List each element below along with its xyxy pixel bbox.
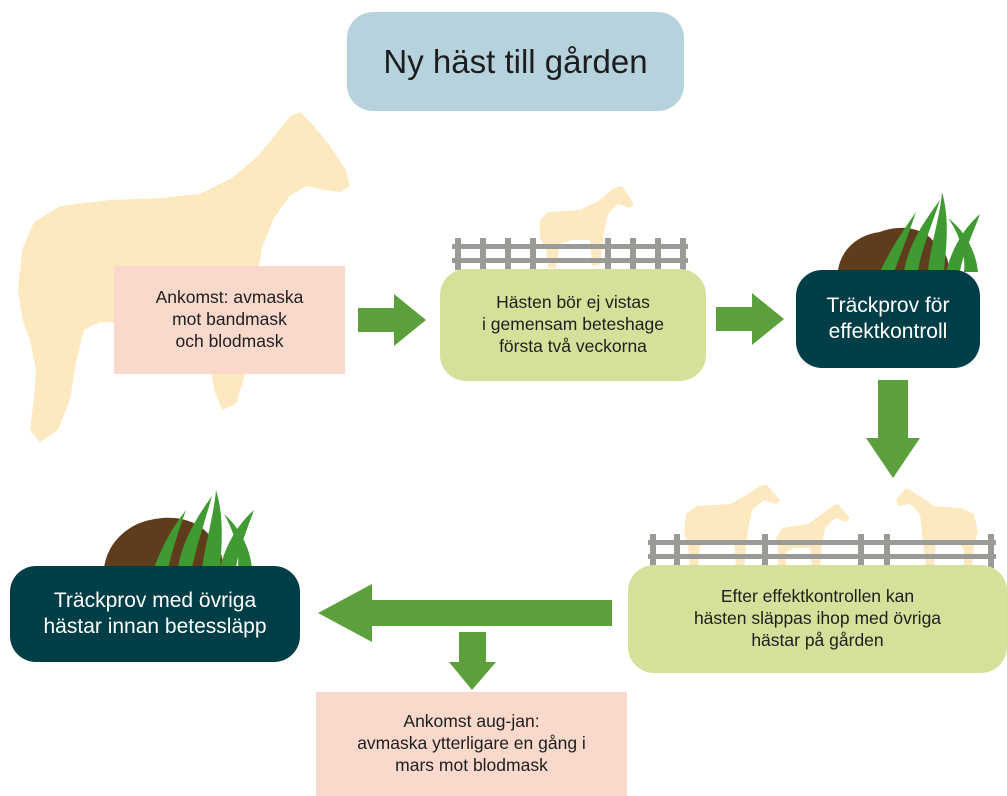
- step-isolation: Hästen bör ej vistas i gemensam beteshag…: [440, 269, 706, 381]
- step-arrival-deworm: Ankomst: avmaska mot bandmask och blodma…: [114, 266, 345, 374]
- step-control-fecal-test: Träckprov för effektkontroll: [796, 270, 980, 368]
- step-herd-fecal-test: Träckprov med övriga hästar innan betess…: [10, 566, 300, 662]
- note-autumn-arrival: Ankomst aug-jan: avmaska ytterligare en …: [316, 692, 627, 796]
- step-release-with-herd: Efter effektkontrollen kan hästen släppa…: [628, 565, 1007, 673]
- diagram-title: Ny häst till gården: [347, 12, 684, 111]
